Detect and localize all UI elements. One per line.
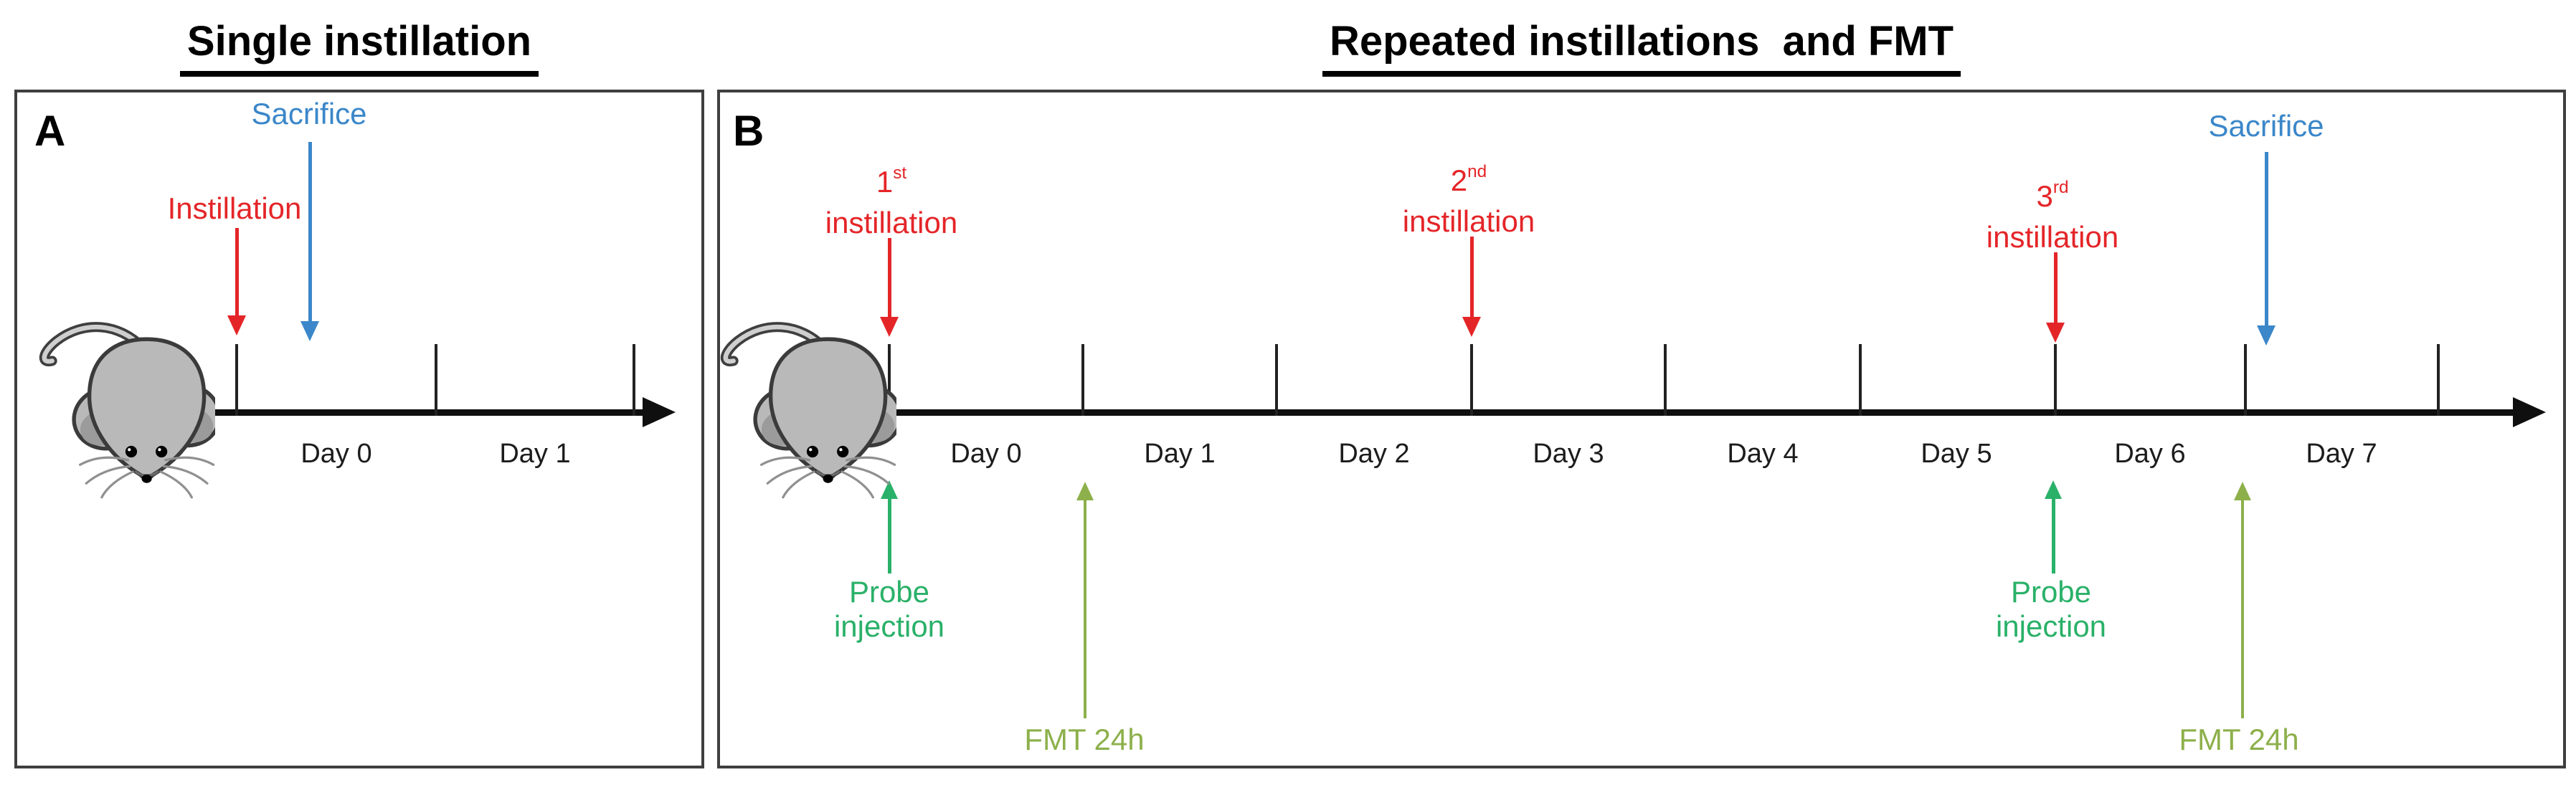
probe-injection-2-label-text: Probe xyxy=(2010,575,2092,609)
timeline-tick xyxy=(633,344,635,416)
day-label: Day 4 xyxy=(1727,439,1799,469)
timeline-tick xyxy=(235,344,238,416)
fmt-24h-2-label: FMT 24h xyxy=(2052,723,2425,757)
timeline-arrowhead-icon xyxy=(2513,397,2546,427)
panel-b-title-wrap: Repeated instillations and FMT xyxy=(717,17,2566,77)
day-label: Day 2 xyxy=(1338,439,1410,469)
day-label: Day 0 xyxy=(950,439,1022,469)
fmt-24h-1-label-text: FMT 24h xyxy=(1024,723,1145,756)
instillation-arrow xyxy=(235,228,239,317)
timeline-tick xyxy=(1470,344,1473,416)
probe-injection-2-arrowhead-icon xyxy=(2045,480,2062,499)
day-label: Day 5 xyxy=(1921,439,1992,469)
timeline-tick xyxy=(2244,344,2247,416)
probe-injection-1-label-text: Probe xyxy=(848,575,930,609)
instillation-label: Instillation xyxy=(48,188,421,229)
probe-injection-2-arrow xyxy=(2052,498,2055,573)
day-label: Day 7 xyxy=(2306,439,2377,469)
sacrifice-label: Sacrifice xyxy=(123,93,496,134)
instillation-1-label-text: instillation xyxy=(825,206,958,239)
timeline-tick xyxy=(1664,344,1667,416)
timeline-axis xyxy=(825,409,2517,416)
probe-injection-2-label-line: injection xyxy=(1865,609,2238,644)
panel-a-corner-label: A xyxy=(34,107,66,155)
fmt-24h-1-label: FMT 24h xyxy=(898,723,1271,757)
timeline-tick xyxy=(2437,344,2440,416)
day-label: Day 1 xyxy=(499,439,571,469)
panel-a-box xyxy=(14,90,704,768)
fmt-24h-1-arrow xyxy=(1084,499,1086,718)
instillation-3-arrowhead-icon xyxy=(2046,323,2065,343)
fmt-24h-2-arrow xyxy=(2241,499,2244,718)
sacrifice-label: Sacrifice xyxy=(2080,105,2453,146)
probe-injection-1-label-text: injection xyxy=(833,609,945,643)
sacrifice-label-text: Sacrifice xyxy=(2208,109,2324,143)
instillation-2-label-line: instillation xyxy=(1282,201,1655,242)
instillation-2-label-superscript: nd xyxy=(1467,162,1487,182)
probe-injection-2-label-line: Probe xyxy=(1865,575,2238,609)
sacrifice-label-line: Sacrifice xyxy=(2080,105,2453,146)
instillation-1-label-superscript: st xyxy=(893,163,907,184)
timeline-tick xyxy=(1859,344,1862,416)
instillation-2-arrow xyxy=(1470,237,1474,318)
probe-injection-1-arrow xyxy=(888,498,891,573)
day-label: Day 0 xyxy=(300,439,372,469)
instillation-label-text: Instillation xyxy=(167,191,302,225)
instillation-3-label-line: instillation xyxy=(1866,216,2239,257)
instillation-1-arrow xyxy=(888,238,891,318)
instillation-3-label-text: instillation xyxy=(1986,220,2119,254)
sacrifice-arrow xyxy=(2265,152,2268,327)
instillation-3-label-text: 3 xyxy=(2036,179,2053,213)
instillation-3-arrow xyxy=(2054,252,2058,324)
timeline-tick xyxy=(888,344,891,416)
instillation-1-arrowhead-icon xyxy=(880,317,899,337)
timeline-tick xyxy=(435,344,437,416)
panel-a-title: Single instillation xyxy=(179,17,539,77)
instillation-2-label-text: instillation xyxy=(1402,204,1535,238)
timeline-tick xyxy=(1081,344,1084,416)
panel-b-corner-label: B xyxy=(733,107,764,155)
instillation-arrowhead-icon xyxy=(227,315,246,335)
probe-injection-1-label-line: Probe xyxy=(703,575,1076,609)
instillation-3-label-superscript: rd xyxy=(2052,178,2069,198)
instillation-label-line: Instillation xyxy=(48,188,421,229)
sacrifice-label-line: Sacrifice xyxy=(123,93,496,134)
instillation-1-label-line: instillation xyxy=(705,202,1078,243)
panel-a-title-wrap: Single instillation xyxy=(14,17,704,77)
day-label: Day 3 xyxy=(1533,439,1604,469)
probe-injection-2-label-text: injection xyxy=(1995,609,2107,643)
panel-b-box xyxy=(717,90,2566,768)
timeline-tick xyxy=(2054,344,2057,416)
mouse-icon xyxy=(720,322,896,499)
probe-injection-1-label-line: injection xyxy=(703,609,1076,644)
fmt-24h-1-arrowhead-icon xyxy=(1076,482,1094,500)
sacrifice-arrow xyxy=(308,142,312,323)
instillation-1-label-text: 1 xyxy=(876,165,894,199)
fmt-24h-2-label-text: FMT 24h xyxy=(2179,723,2299,756)
fmt-24h-2-arrowhead-icon xyxy=(2234,482,2251,500)
sacrifice-label-text: Sacrifice xyxy=(251,97,367,130)
fmt-24h-2-label-line: FMT 24h xyxy=(2052,723,2425,757)
timeline-tick xyxy=(1275,344,1278,416)
day-label: Day 6 xyxy=(2114,439,2186,469)
instillation-3-label-line: 3rd xyxy=(1866,170,2239,216)
instillation-1-label: 1st instillation xyxy=(705,156,1078,243)
fmt-24h-1-label-line: FMT 24h xyxy=(898,723,1271,757)
timeline-arrowhead-icon xyxy=(643,397,676,427)
instillation-3-label: 3rd instillation xyxy=(1866,170,2239,257)
instillation-2-label-line: 2nd xyxy=(1282,154,1655,201)
sacrifice-arrowhead-icon xyxy=(2257,325,2276,346)
instillation-2-arrowhead-icon xyxy=(1462,317,1481,337)
instillation-2-label-text: 2 xyxy=(1450,163,1468,197)
mouse-icon xyxy=(39,322,215,499)
sacrifice-arrowhead-icon xyxy=(300,321,319,341)
instillation-1-label-line: 1st xyxy=(705,156,1078,202)
day-label: Day 1 xyxy=(1144,439,1216,469)
panel-b-title: Repeated instillations and FMT xyxy=(1322,17,1961,77)
timeline-axis xyxy=(212,409,647,416)
